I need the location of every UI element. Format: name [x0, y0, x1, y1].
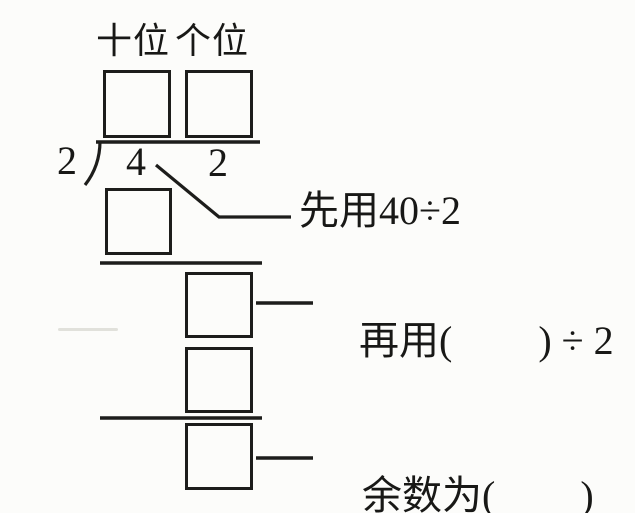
- place-label-tens: 十位: [96, 21, 171, 61]
- bring-down-box[interactable]: [185, 272, 253, 338]
- tens-product-box[interactable]: [105, 188, 172, 255]
- division-bracket: [83, 140, 102, 186]
- answer-blank-step3[interactable]: [495, 508, 580, 509]
- divisor-digit: 2: [57, 138, 77, 183]
- remainder-box[interactable]: [185, 423, 253, 490]
- annotation-step3-prefix: 余数为(: [362, 473, 496, 513]
- scan-smudge: [58, 328, 118, 331]
- annotation-step2-suffix: ) ÷ 2: [538, 318, 614, 363]
- annotation-step3: 余数为(): [322, 436, 594, 513]
- place-label-ones: 个位: [175, 21, 250, 61]
- dividend-ones-digit: 2: [208, 140, 228, 185]
- annotation-step2-prefix: 再用(: [359, 318, 453, 363]
- quotient-ones-box[interactable]: [185, 70, 253, 138]
- annotation-step2: 再用( ) ÷ 2: [319, 281, 614, 401]
- annotation-step3-suffix: ): [580, 473, 594, 513]
- leader-line-step1: [154, 163, 291, 219]
- dividend-tens-digit: 4: [126, 139, 146, 184]
- ones-product-box[interactable]: [185, 347, 253, 413]
- annotation-step1: 先用40÷2: [299, 188, 461, 233]
- quotient-tens-box[interactable]: [103, 70, 171, 138]
- answer-blank-step2[interactable]: [452, 353, 538, 354]
